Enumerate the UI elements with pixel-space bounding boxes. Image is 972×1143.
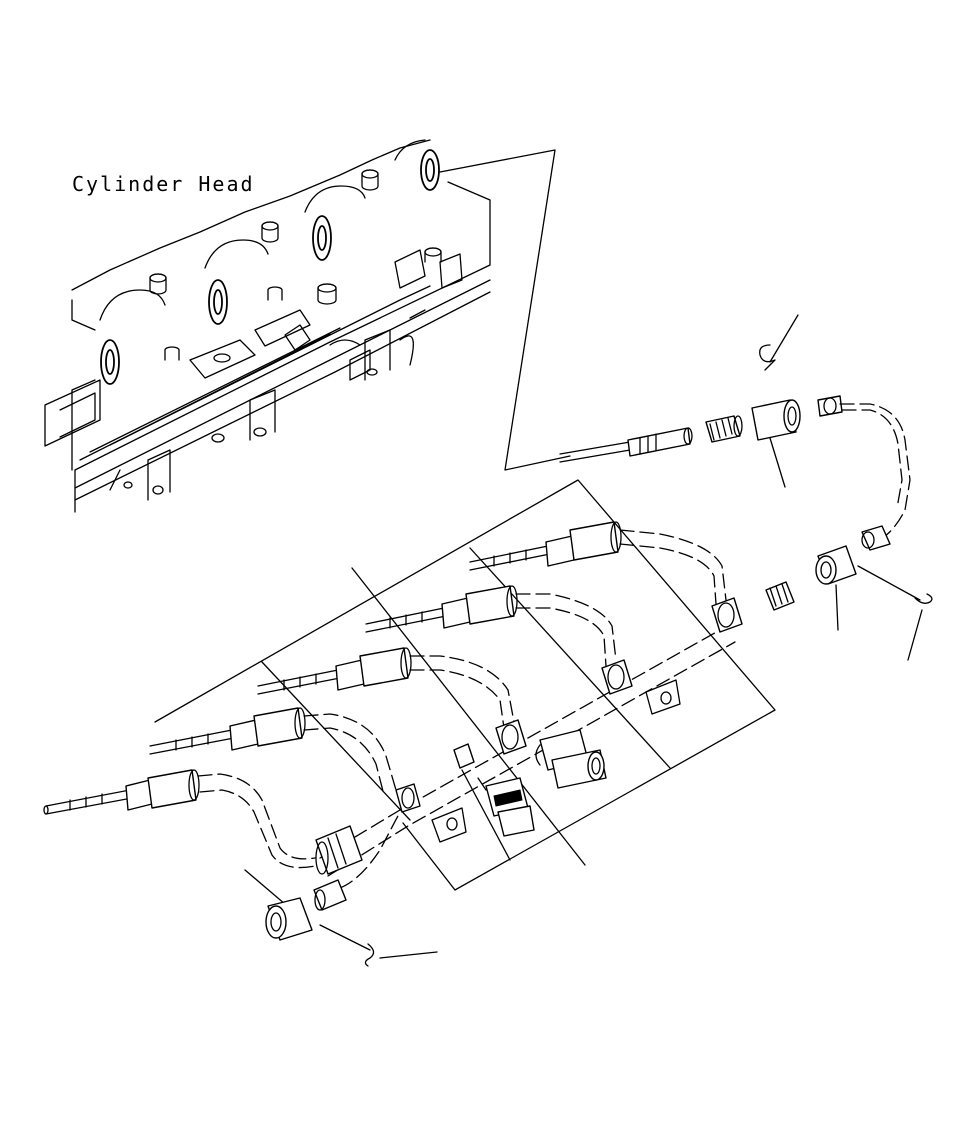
grommet-icon xyxy=(266,898,312,940)
wiring-harness-icon xyxy=(818,396,910,550)
grommet-icon xyxy=(752,400,800,487)
fuel-injector-icon xyxy=(150,708,305,754)
fuel-injector-icon xyxy=(44,770,199,814)
leader-lines xyxy=(155,480,775,958)
grommet-icon xyxy=(816,546,856,630)
fuel-injector-icon xyxy=(366,586,517,632)
connector-icon xyxy=(314,880,346,910)
clip-icon xyxy=(858,566,932,660)
fuel-injector-icon xyxy=(470,522,621,570)
bracket-icon xyxy=(432,680,680,842)
connector-icon xyxy=(766,582,794,610)
sensor-icon xyxy=(478,778,534,836)
clip-icon xyxy=(760,315,798,370)
fuel-injector-icon xyxy=(560,428,692,462)
wiring-harness-icon xyxy=(198,530,735,888)
sensor-icon xyxy=(536,730,606,788)
connector-icon xyxy=(316,598,742,874)
connector-icon xyxy=(706,416,742,442)
clip-icon xyxy=(365,944,373,966)
fuel-injector-icon xyxy=(258,648,411,694)
cylinder-head-icon xyxy=(45,140,570,512)
cylinder-head-label: Cylinder Head xyxy=(72,172,255,196)
